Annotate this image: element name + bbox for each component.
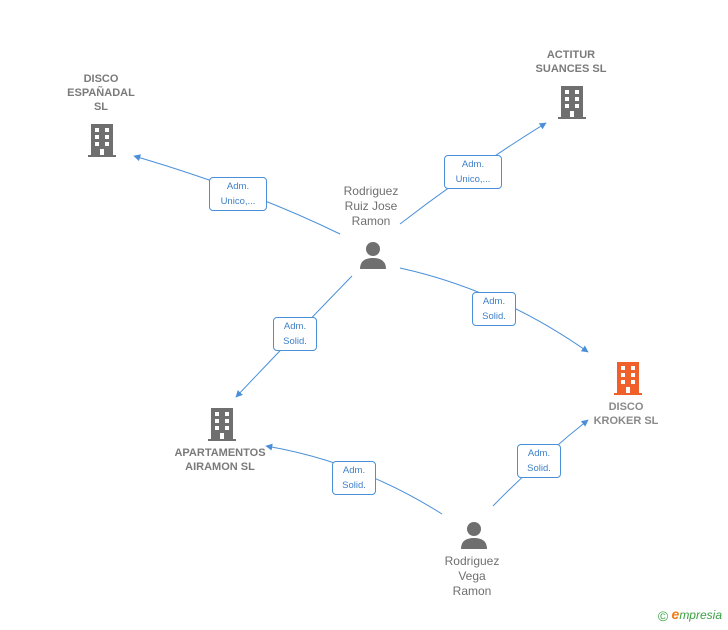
copyright-symbol: © [657, 608, 669, 624]
building-icon[interactable] [86, 122, 118, 158]
brand-logo-e: e [671, 606, 680, 623]
building-icon[interactable] [206, 406, 238, 442]
edge-label-vega-kroker[interactable]: Adm. Solid. [517, 444, 561, 478]
edge-label-ruiz-actitur[interactable]: Adm. Unico,... [444, 155, 502, 189]
edge-label-ruiz-apartamentos[interactable]: Adm. Solid. [273, 317, 317, 351]
edge-label-ruiz-kroker[interactable]: Adm. Solid. [472, 292, 516, 326]
brand-logo-text: mpresia [679, 608, 722, 623]
brand-watermark: © empresia [658, 606, 722, 624]
node-label-rodriguez-vega: Rodriguez Vega Ramon [444, 554, 500, 598]
edge-label-vega-apartamentos[interactable]: Adm. Solid. [332, 461, 376, 495]
building-icon[interactable] [556, 84, 588, 120]
building-icon-highlighted[interactable] [612, 360, 644, 396]
person-icon[interactable] [459, 520, 489, 550]
node-label-actitur: ACTITUR SUANCES SL [535, 49, 607, 75]
node-label-disco-espanadal: DISCO ESPAÑADAL SL [67, 73, 135, 113]
node-label-disco-kroker: DISCO KROKER SL [593, 401, 659, 427]
node-label-apartamentos: APARTAMENTOS AIRAMON SL [174, 447, 266, 473]
node-label-rodriguez-ruiz: Rodriguez Ruiz Jose Ramon [343, 184, 399, 228]
person-icon[interactable] [358, 240, 388, 270]
edge-label-ruiz-espanadal[interactable]: Adm. Unico,... [209, 177, 267, 211]
